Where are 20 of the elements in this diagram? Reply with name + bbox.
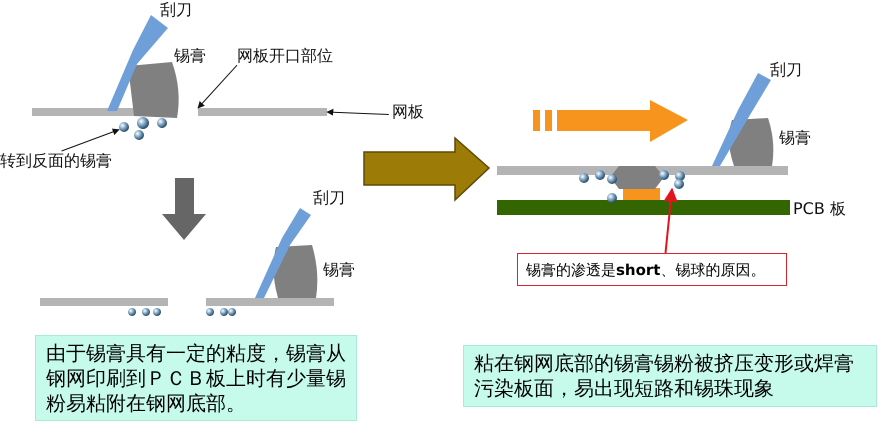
part-label: 锡膏	[174, 46, 206, 66]
part-label: 锡膏	[779, 128, 811, 148]
part-label: 刮刀	[160, 0, 192, 20]
leader-line	[326, 108, 390, 116]
arrow	[664, 188, 678, 254]
callout-label: 转到反面的锡膏	[0, 151, 112, 170]
part-label: PCB 板	[793, 199, 846, 218]
part-label: 锡膏	[323, 260, 355, 280]
leader-line	[61, 128, 120, 152]
leader-line	[198, 64, 238, 109]
callout-label: 网板	[392, 102, 424, 122]
part-label: 刮刀	[770, 60, 802, 80]
solder-balls	[119, 117, 167, 140]
note-box: 锡膏的渗透是short、锡球的原因。	[517, 253, 787, 286]
part-label: 刮刀	[313, 188, 345, 208]
note-box: 粘在钢网底部的锡膏锡粉被挤压变形或焊膏污染板面，易出现短路和锡珠现象	[463, 345, 877, 407]
callout-label: 网板开口部位	[237, 46, 333, 66]
stencil-plate	[198, 108, 327, 116]
note-box: 由于锡膏具有一定的粘度，锡膏从钢网印刷到ＰＣＢ板上时有少量锡粉易粘附在钢网底部。	[35, 335, 357, 421]
solder-balls	[659, 170, 685, 189]
